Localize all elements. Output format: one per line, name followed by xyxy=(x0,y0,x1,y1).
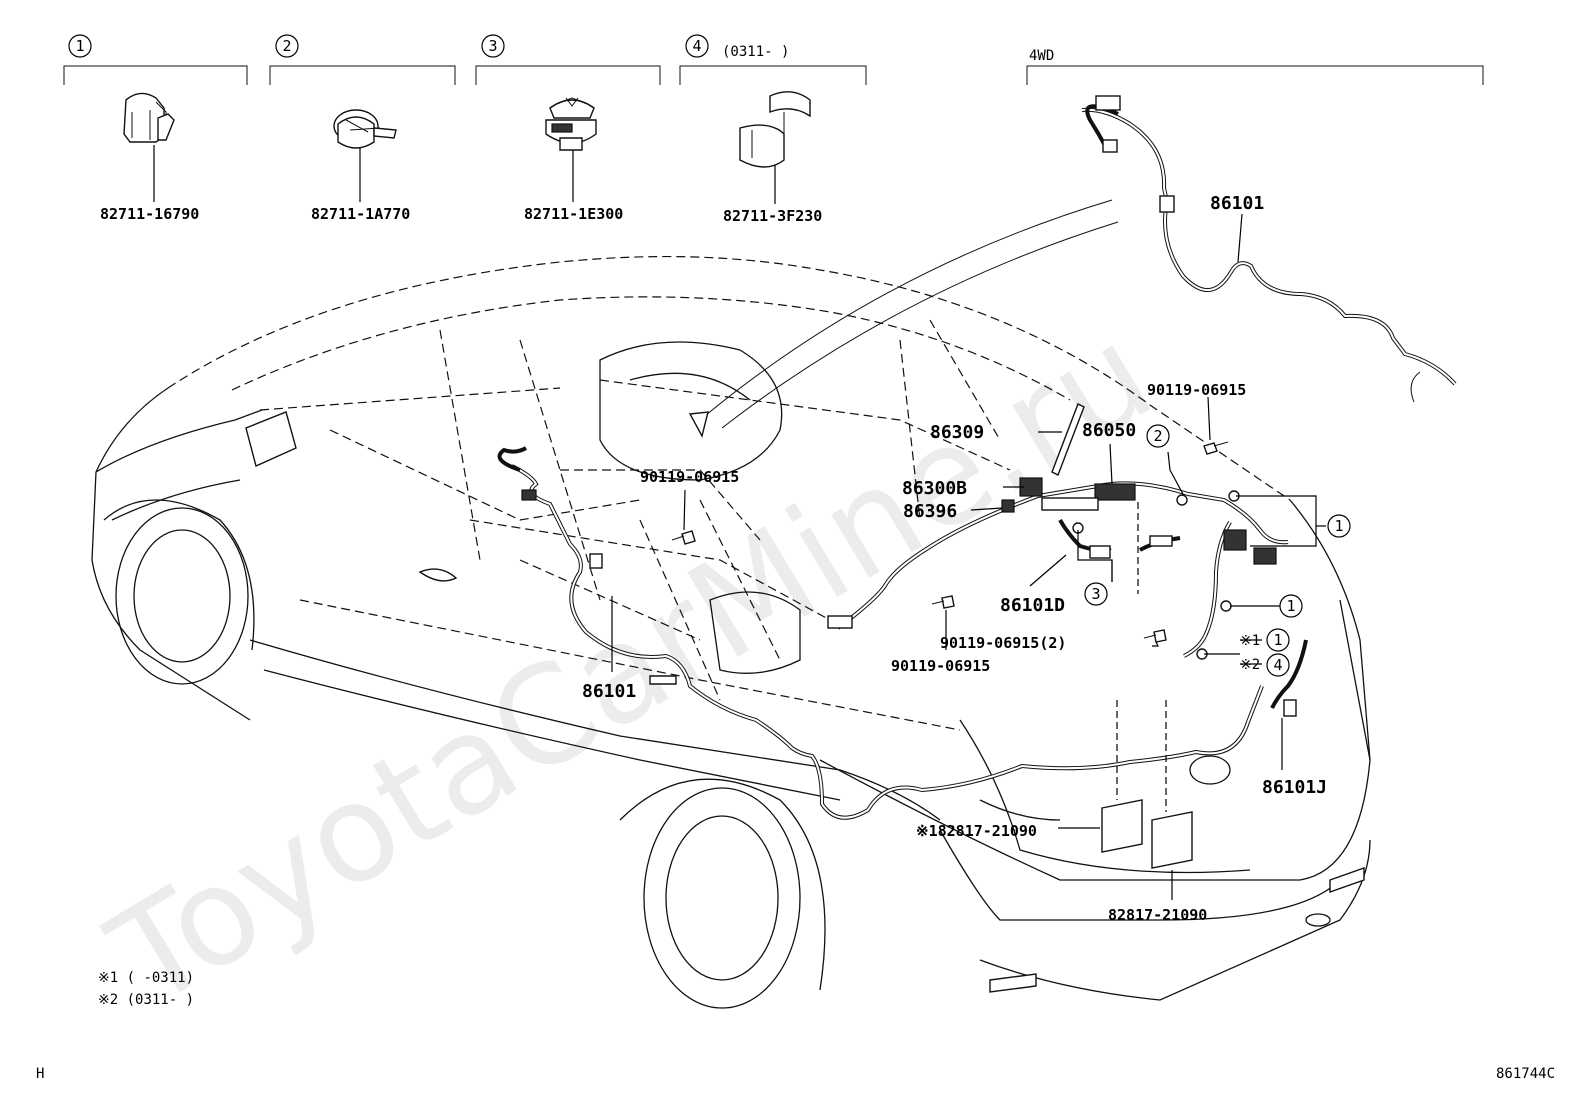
callout-circle xyxy=(685,34,709,58)
reflector xyxy=(1329,867,1365,893)
callout-number: 3 xyxy=(488,37,497,55)
label-bolt-top-right: 90119-06915 xyxy=(1147,381,1246,399)
callout-1-low: ※1 1 xyxy=(1240,628,1290,652)
pad-82817-2 xyxy=(1151,811,1193,869)
part-number: 82711-3F230 xyxy=(723,207,822,225)
ecu-86050 xyxy=(1094,483,1136,501)
inset-bracket xyxy=(1026,65,1484,85)
group-bracket xyxy=(269,65,456,85)
clip-icon xyxy=(123,92,175,143)
label-86101j: 86101J xyxy=(1262,777,1327,798)
inset-title: 4WD xyxy=(1029,48,1054,64)
callout-2: 2 xyxy=(1146,424,1170,448)
header-part-2: 2 82711-1A770 xyxy=(269,34,456,223)
callout-4-low: ※2 4 xyxy=(1240,653,1290,677)
inset-break-mark xyxy=(1410,371,1421,403)
label-bolt-center: 90119-06915 xyxy=(891,657,990,675)
callout-circle xyxy=(68,34,92,58)
inset-4wd: 4WD 86101 xyxy=(1026,48,1484,403)
connector-icon xyxy=(1095,95,1121,111)
exhaust-tip xyxy=(1305,913,1331,927)
callout-number: 4 xyxy=(692,37,701,55)
side-mirror xyxy=(245,411,297,467)
part-number: 82711-1E300 xyxy=(524,205,623,223)
clamp-icon xyxy=(1159,195,1175,213)
header-part-1: 1 82711-16790 xyxy=(63,34,248,223)
antenna-86309 xyxy=(1051,403,1085,476)
door-handle xyxy=(418,568,458,582)
bolt-icon xyxy=(1143,629,1167,643)
svg-text:2: 2 xyxy=(1153,427,1162,445)
svg-text:1: 1 xyxy=(1273,631,1282,649)
callout-number: 2 xyxy=(282,37,291,55)
svg-text:※1: ※1 xyxy=(1240,633,1260,649)
label-pad-1: ※182817-21090 xyxy=(916,822,1037,840)
clip-icon xyxy=(545,97,597,151)
label-86101d: 86101D xyxy=(1000,595,1065,616)
clip-icon xyxy=(739,91,811,168)
part-number: 82711-16790 xyxy=(100,205,199,223)
callout-1-right: 1 xyxy=(1327,514,1351,538)
bolt-icon xyxy=(671,530,696,545)
group-bracket xyxy=(475,65,661,85)
group-bracket xyxy=(679,65,867,85)
callout-3: 3 xyxy=(1084,582,1108,606)
inset-part-number: 86101 xyxy=(1210,193,1264,214)
clip-icon xyxy=(333,109,397,149)
steering-wheel xyxy=(599,341,783,481)
rear-wheel xyxy=(643,787,801,1009)
door-handle xyxy=(649,675,677,685)
callout-circle xyxy=(275,34,299,58)
vehicle-body xyxy=(91,255,1371,1009)
footnote-1: ※1 ( -0311) xyxy=(98,970,194,986)
label-86309: 86309 xyxy=(930,422,984,443)
part-number: 82711-1A770 xyxy=(311,205,410,223)
callout-number: 1 xyxy=(75,37,84,55)
label-86300b: 86300B xyxy=(902,478,967,499)
bolt-icon xyxy=(931,595,955,609)
seat-console xyxy=(709,591,801,674)
header-part-4-note: (0311- ) xyxy=(722,44,789,60)
svg-text:1: 1 xyxy=(1334,517,1343,535)
svg-text:3: 3 xyxy=(1091,585,1100,603)
wiring-harness xyxy=(497,403,1308,869)
leaders xyxy=(611,396,1326,900)
reflector xyxy=(989,973,1037,993)
label-pad-2: 82817-21090 xyxy=(1108,906,1207,924)
front-wheel xyxy=(115,507,249,685)
corner-left-code: H xyxy=(36,1066,44,1082)
label-bolt-left: 90119-06915 xyxy=(640,468,739,486)
svg-text:※2: ※2 xyxy=(1240,657,1260,673)
fuel-lid xyxy=(1189,755,1231,785)
illustration-id: 861744C xyxy=(1496,1066,1555,1082)
label-86396: 86396 xyxy=(903,501,957,522)
pointer-arrow xyxy=(688,199,1119,438)
inset-harness xyxy=(1081,107,1457,386)
label-86101: 86101 xyxy=(582,681,636,702)
header-part-4: 4 (0311- ) 82711-3F230 xyxy=(679,34,867,225)
callout-circle xyxy=(481,34,505,58)
leader-line xyxy=(1237,213,1243,263)
pad-82817-1 xyxy=(1101,799,1143,853)
bolt-icon xyxy=(1203,441,1229,455)
svg-text:4: 4 xyxy=(1273,656,1282,674)
callout-1-mid: 1 xyxy=(1279,594,1303,618)
connector-icon xyxy=(1102,139,1118,153)
footnote-2: ※2 (0311- ) xyxy=(98,992,194,1008)
group-bracket xyxy=(63,65,248,85)
label-86050: 86050 xyxy=(1082,420,1136,441)
clip-86396 xyxy=(1001,499,1015,513)
label-bolt-two: 90119-06915(2) xyxy=(940,634,1066,652)
header-part-3: 3 82711-1E300 xyxy=(475,34,661,223)
svg-text:1: 1 xyxy=(1286,597,1295,615)
